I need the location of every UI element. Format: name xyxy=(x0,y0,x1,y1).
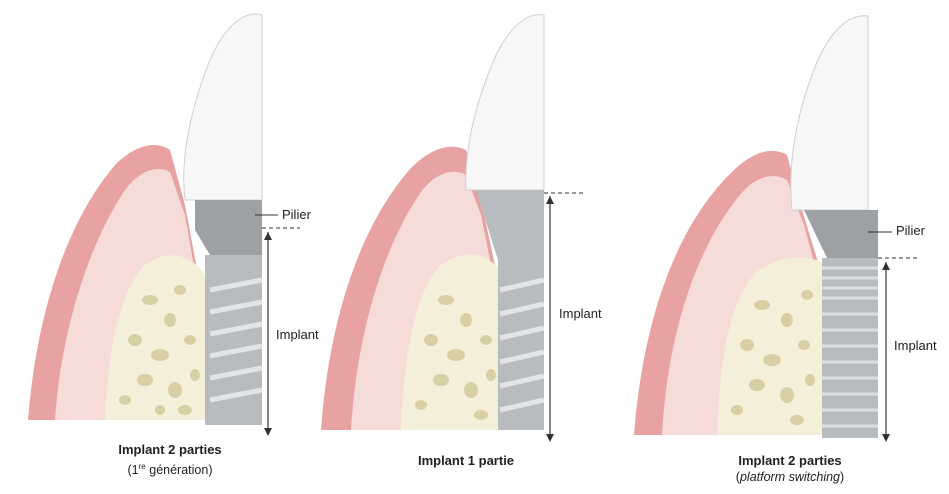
panel-two-piece-first-gen: Pilier Implant Implant 2 parties (1re gé… xyxy=(0,0,316,494)
abutment-label: Pilier xyxy=(282,207,311,222)
panel-3-caption: Implant 2 parties (platform switching) xyxy=(680,452,900,486)
implant-label: Implant xyxy=(559,306,602,321)
panel-1-caption: Implant 2 parties (1re génération) xyxy=(60,441,280,479)
panel-1-illustration xyxy=(0,0,316,494)
panel-3-illustration xyxy=(632,0,948,494)
panel-2-caption: Implant 1 partie xyxy=(356,452,576,469)
panel-3-subtitle: (platform switching) xyxy=(680,469,900,486)
panel-3-title: Implant 2 parties xyxy=(680,452,900,469)
implant-label: Implant xyxy=(276,327,319,342)
crown xyxy=(466,15,544,190)
abutment xyxy=(804,210,878,258)
panel-two-piece-platform-switching: Pilier Implant Implant 2 parties (platfo… xyxy=(632,0,948,494)
panel-2-illustration xyxy=(316,0,632,494)
panel-1-subtitle: (1re génération) xyxy=(60,458,280,479)
abutment-label: Pilier xyxy=(896,223,925,238)
panel-1-title: Implant 2 parties xyxy=(60,441,280,458)
implant-label: Implant xyxy=(894,338,937,353)
abutment xyxy=(195,200,262,255)
crown xyxy=(791,16,868,210)
panel-one-piece: Implant Implant 1 partie xyxy=(316,0,632,494)
crown xyxy=(184,14,262,200)
panel-2-title: Implant 1 partie xyxy=(356,452,576,469)
